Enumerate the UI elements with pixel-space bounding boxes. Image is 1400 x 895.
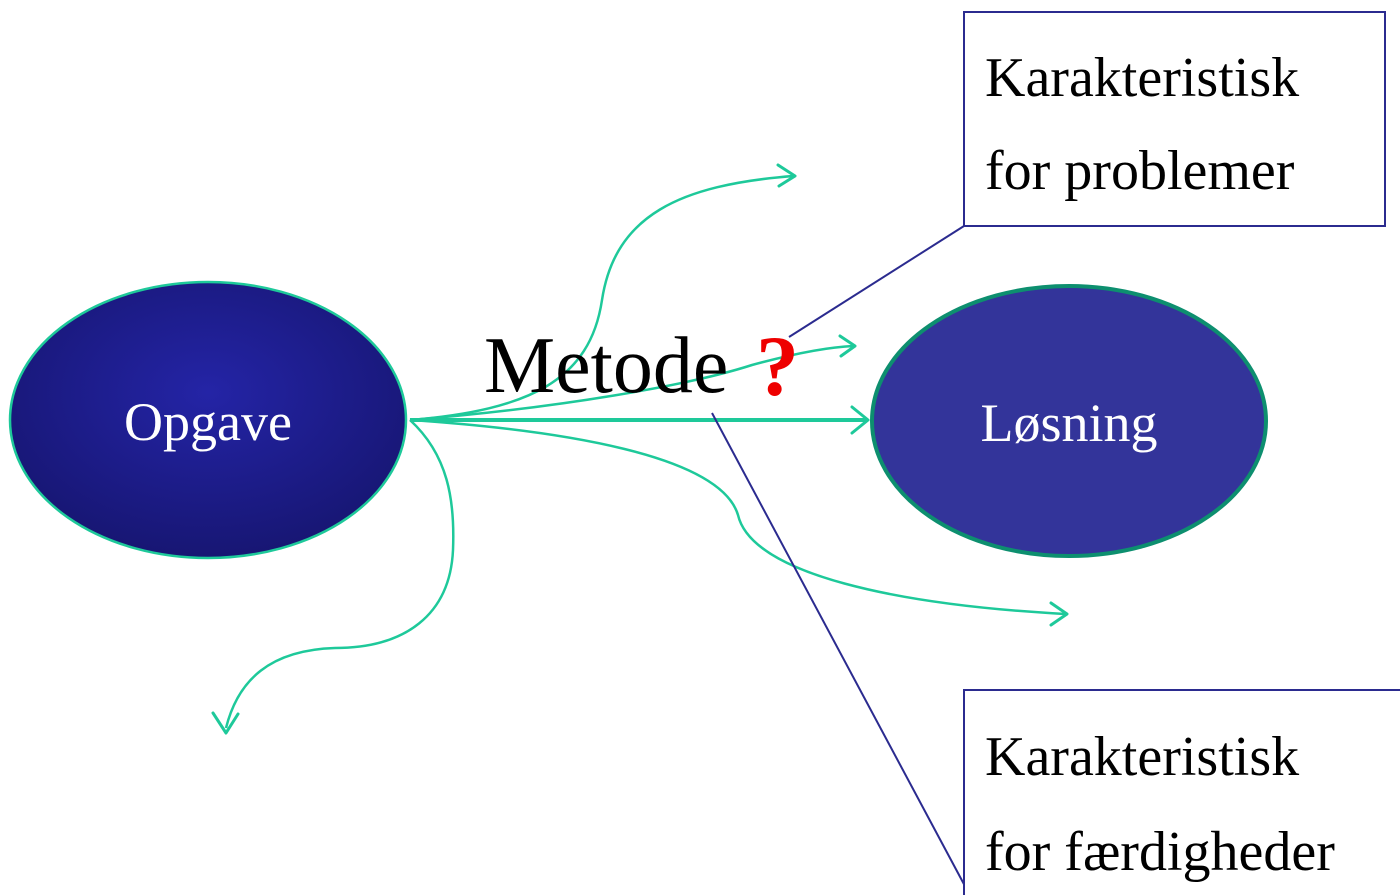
- arrow-down-head: [211, 711, 240, 735]
- node-losning-label: Løsning: [980, 393, 1157, 453]
- arrow-lower-right-head: [1049, 601, 1069, 627]
- callout-problems-line1: Karakteristisk: [985, 47, 1299, 109]
- question-mark-icon: ?: [756, 318, 799, 414]
- callout-skills: Karakteristisk for færdigheder: [963, 689, 1400, 895]
- arrow-up-head: [776, 163, 797, 188]
- leader-line-problems: [788, 225, 965, 338]
- arrow-down-curve: [224, 419, 455, 729]
- arrow-upper-right-curve: [409, 344, 854, 422]
- callout-skills-line1: Karakteristisk: [985, 726, 1299, 788]
- arrow-lower-right-curve: [409, 418, 1066, 616]
- callout-skills-line2: for færdigheder: [985, 821, 1335, 883]
- callout-problems: Karakteristisk for problemer: [963, 11, 1386, 227]
- arrow-up-curve: [409, 174, 794, 422]
- node-losning: Løsning: [870, 284, 1268, 558]
- node-opgave-label: Opgave: [124, 392, 292, 452]
- callout-skills-box: [963, 689, 1400, 895]
- node-opgave: Opgave: [8, 280, 408, 560]
- callout-problems-line2: for problemer: [985, 140, 1295, 202]
- node-losning-shape: [870, 284, 1268, 558]
- arrow-upper-right-head: [838, 334, 857, 358]
- leader-line-skills: [711, 412, 967, 889]
- node-opgave-shape: [8, 280, 408, 560]
- callout-problems-box: [963, 11, 1386, 227]
- method-label: Metode: [484, 322, 728, 410]
- arrow-main-head: [850, 405, 870, 435]
